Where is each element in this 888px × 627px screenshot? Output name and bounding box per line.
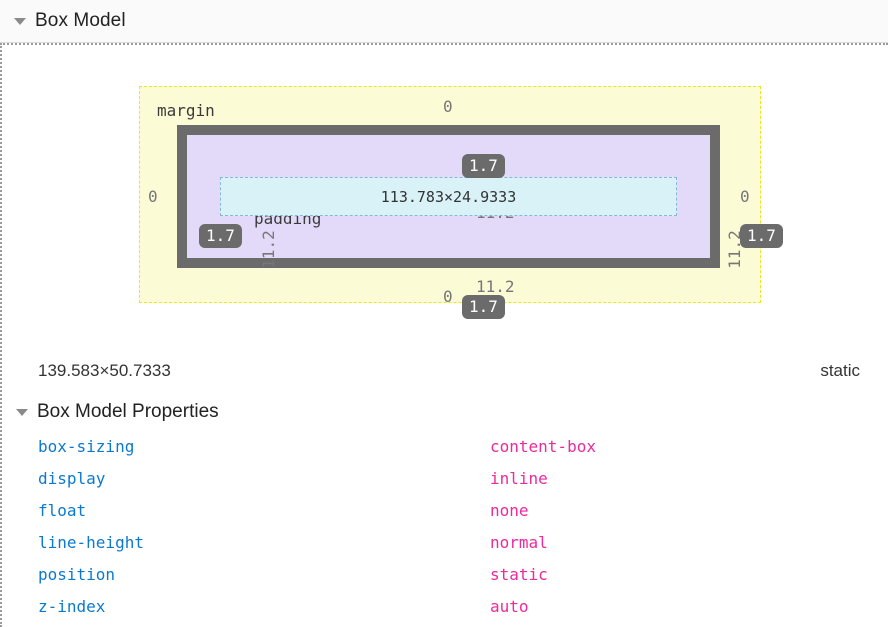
box-model-diagram[interactable]: margin 0 0 0 0 border padding 11.2 11.2 … [139,86,783,319]
element-size-label: 139.583×50.7333 [38,361,171,380]
box-model-panel-header[interactable]: Box Model [0,0,888,43]
triangle-down-icon[interactable] [14,17,26,25]
box-model-panel-body: margin 0 0 0 0 border padding 11.2 11.2 … [0,43,888,627]
triangle-down-icon[interactable] [16,408,28,416]
page-title: Box Model [35,10,126,31]
property-value[interactable]: normal [490,533,548,552]
property-name: box-sizing [38,437,135,456]
content-size-label: 113.783×24.9333 [380,187,517,206]
property-value[interactable]: auto [490,597,529,616]
box-model-border-region[interactable]: border padding 11.2 11.2 11.2 11.2 113.7… [177,125,783,319]
padding-left-value[interactable]: 11.2 [258,230,278,269]
property-name: line-height [38,533,144,552]
element-position-label: static [820,361,860,380]
box-model-properties-list: box-sizing content-box display inline fl… [2,431,888,623]
margin-left-value[interactable]: 0 [148,187,158,206]
margin-region-label: margin [157,101,215,120]
table-row[interactable]: box-sizing content-box [2,431,888,463]
property-name: z-index [38,597,106,616]
box-model-margin-region[interactable]: margin 0 0 0 0 border padding 11.2 11.2 … [139,86,783,319]
property-name: float [38,501,87,520]
margin-bottom-value[interactable]: 0 [443,287,453,306]
property-name: display [38,469,106,488]
border-bottom-value[interactable]: 1.7 [462,295,505,319]
box-model-summary: 139.583×50.7333 static [2,361,888,389]
box-model-padding-region[interactable]: padding 11.2 11.2 11.2 11.2 113.783×24.9… [187,135,744,296]
property-value[interactable]: static [490,565,548,584]
property-name: position [38,565,116,584]
table-row[interactable]: position static [2,559,888,591]
property-value[interactable]: content-box [490,437,596,456]
border-right-value[interactable]: 1.7 [740,224,783,248]
box-model-content-region[interactable]: 113.783×24.9333 [220,177,677,216]
box-model-properties-title: Box Model Properties [37,401,219,422]
table-row[interactable]: z-index auto [2,591,888,623]
property-value[interactable]: none [490,501,529,520]
table-row[interactable]: display inline [2,463,888,495]
border-left-value[interactable]: 1.7 [199,224,242,248]
margin-right-value[interactable]: 0 [740,187,750,206]
border-top-value[interactable]: 1.7 [462,154,505,178]
table-row[interactable]: float none [2,495,888,527]
margin-top-value[interactable]: 0 [443,97,453,116]
box-model-properties-header[interactable]: Box Model Properties [2,399,219,425]
padding-bottom-value[interactable]: 11.2 [476,277,515,296]
table-row[interactable]: line-height normal [2,527,888,559]
property-value[interactable]: inline [490,469,548,488]
